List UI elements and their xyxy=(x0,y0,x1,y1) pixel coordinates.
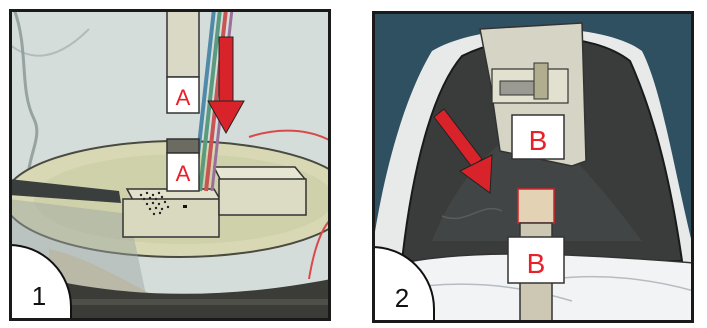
seat-cushion-shade xyxy=(432,121,642,241)
diagonal-arrow-icon xyxy=(433,108,493,194)
connector-b-bottom-label-area xyxy=(507,236,565,284)
step-2-panel: B B 2 xyxy=(372,11,694,323)
down-arrow-icon xyxy=(207,36,245,135)
step-number: 1 xyxy=(32,281,46,311)
panel-border xyxy=(9,9,331,321)
vent-holes xyxy=(139,191,170,216)
connector-b-top-label: B xyxy=(529,125,548,156)
connector-a-bottom-cap xyxy=(166,138,200,154)
step-number: 2 xyxy=(395,283,409,313)
background-curve xyxy=(12,9,39,190)
connector-a-bottom-label-area xyxy=(166,152,200,192)
side-box xyxy=(218,178,307,216)
strap xyxy=(9,179,121,203)
step-number-badge xyxy=(9,243,72,321)
cushion-fold xyxy=(551,275,694,292)
connector-a-top-label-area xyxy=(166,76,200,114)
bottom-stripe xyxy=(9,299,331,305)
cable-green xyxy=(198,9,222,192)
step-1-panel: A A 1 xyxy=(9,9,331,321)
step-1-illustration: A A 1 xyxy=(9,9,331,321)
receiver-dot xyxy=(183,205,187,208)
step-number-badge xyxy=(372,245,435,323)
connector-a-top-body xyxy=(166,9,200,78)
seat-shell xyxy=(372,11,694,251)
fabric-fold xyxy=(441,208,503,219)
step-2-illustration: B B 2 xyxy=(372,11,694,323)
red-curve xyxy=(248,129,331,142)
background-curve xyxy=(9,28,90,57)
receiver-box xyxy=(122,198,220,238)
connector-a-bottom-label: A xyxy=(176,161,191,186)
panel-border xyxy=(372,11,694,323)
connector-b-top-label-area xyxy=(511,114,565,160)
bracket-latch xyxy=(533,62,549,100)
connector-b-bottom-label: B xyxy=(527,248,546,279)
connector-b-bottom-cap xyxy=(517,188,555,224)
connector-a-top-label: A xyxy=(176,85,191,110)
